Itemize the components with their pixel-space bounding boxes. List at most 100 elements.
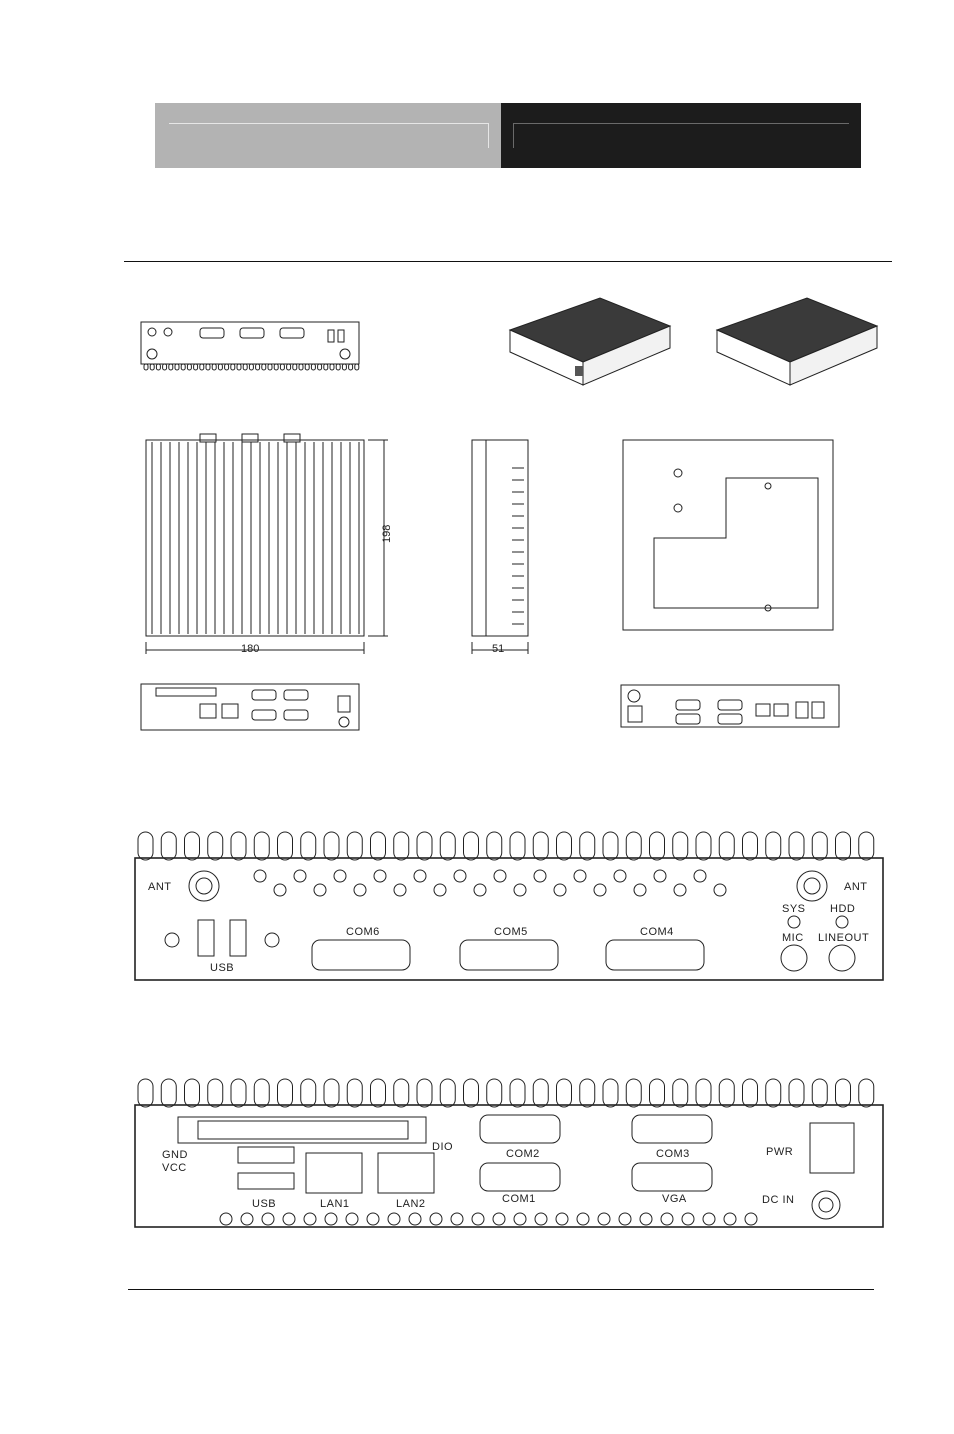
heatsink-fin xyxy=(509,1078,526,1108)
heatsink-fin xyxy=(695,831,712,861)
vga-label: VGA xyxy=(662,1193,687,1205)
heatsink-fin xyxy=(300,1078,317,1108)
heatsink-fin xyxy=(323,363,329,371)
heatsink-fin xyxy=(184,1078,200,1108)
heatsink-fin xyxy=(286,363,292,371)
com3-label: COM3 xyxy=(656,1148,690,1160)
com5-label: COM5 xyxy=(494,926,528,938)
heatsink-fin xyxy=(160,1078,177,1108)
vent-hole xyxy=(744,1212,758,1226)
heatsink-fin xyxy=(788,831,805,861)
vent-hole xyxy=(408,1212,422,1226)
heatsink-fin xyxy=(137,831,154,861)
com1-label: COM1 xyxy=(502,1193,536,1205)
gnd-label: GND xyxy=(162,1149,188,1161)
heatsink-fin xyxy=(184,831,200,861)
vent-hole xyxy=(282,1212,296,1226)
header-bar-left xyxy=(155,103,501,168)
heatsink-fin xyxy=(186,363,192,371)
vent-hole xyxy=(313,883,327,897)
com6-label: COM6 xyxy=(346,926,380,938)
heatsink-fin xyxy=(463,831,479,861)
vent-hole xyxy=(513,1212,527,1226)
heatsink-fin xyxy=(211,363,217,371)
vent-hole xyxy=(492,1212,506,1226)
heatsink-fin xyxy=(370,1078,386,1108)
heatsink-fin xyxy=(354,363,360,371)
heatsink-fin xyxy=(217,363,223,371)
lineout-label: LINEOUT xyxy=(818,932,869,944)
vent-hole xyxy=(366,1212,380,1226)
heatsink-fin xyxy=(811,831,828,861)
heatsink-fin xyxy=(341,363,347,371)
vent-hole xyxy=(240,1212,254,1226)
heatsink-fin xyxy=(835,831,851,861)
vent-hole xyxy=(373,869,387,883)
vent-hole xyxy=(597,1212,611,1226)
heatsink-fin xyxy=(509,831,526,861)
vent-hole xyxy=(433,883,447,897)
top-view-drawing: 180 198 xyxy=(145,433,393,655)
vent-hole xyxy=(324,1212,338,1226)
heatsink-fin xyxy=(205,363,211,371)
vent-hole xyxy=(553,883,567,897)
heatsink-fin xyxy=(230,831,247,861)
vent-hole xyxy=(293,869,307,883)
heatsink-fin xyxy=(579,1078,596,1108)
heatsink-fin xyxy=(267,363,273,371)
vent-hole xyxy=(618,1212,632,1226)
heatsink-fin xyxy=(393,1078,410,1108)
lan1-label: LAN1 xyxy=(320,1198,350,1210)
heatsink-fin xyxy=(718,1078,735,1108)
heatsink-fin xyxy=(439,1078,456,1108)
heatsink-fin xyxy=(486,1078,503,1108)
vent-hole xyxy=(534,1212,548,1226)
heatsink-fin xyxy=(279,363,285,371)
heatsink-fin xyxy=(253,1078,270,1108)
heatsink-fin xyxy=(317,363,323,371)
vent-hole xyxy=(219,1212,233,1226)
heatsink-fin xyxy=(149,363,155,371)
heatsink-fin xyxy=(416,1078,433,1108)
heatsink-fin xyxy=(742,831,758,861)
vent-hole xyxy=(673,883,687,897)
isometric-view-rear xyxy=(715,297,879,386)
lan2-label: LAN2 xyxy=(396,1198,426,1210)
ant-left-label: ANT xyxy=(148,881,172,893)
vent-hole xyxy=(393,883,407,897)
com4-label: COM4 xyxy=(640,926,674,938)
heatsink-fin xyxy=(625,831,642,861)
heatsink-fin xyxy=(348,363,354,371)
vent-hole xyxy=(593,883,607,897)
height-dimension: 51 xyxy=(492,643,504,655)
vent-hole xyxy=(429,1212,443,1226)
vent-hole xyxy=(681,1212,695,1226)
heatsink-fin xyxy=(346,1078,363,1108)
vent-hole xyxy=(453,869,467,883)
vent-hole xyxy=(660,1212,674,1226)
vent-hole xyxy=(653,869,667,883)
heatsink-fin xyxy=(370,831,386,861)
heatsink-fin xyxy=(300,831,317,861)
heatsink-fin xyxy=(323,1078,340,1108)
vent-hole xyxy=(261,1212,275,1226)
vent-hole xyxy=(333,869,347,883)
dio-label: DIO xyxy=(432,1141,453,1153)
heatsink-fin xyxy=(273,363,279,371)
heatsink-fin xyxy=(236,363,242,371)
heatsink-fin xyxy=(416,831,433,861)
hdd-led-label: HDD xyxy=(830,903,855,915)
top-divider xyxy=(124,261,892,262)
vent-hole xyxy=(573,869,587,883)
pwr-label: PWR xyxy=(766,1146,793,1158)
heatsink-fin xyxy=(230,363,236,371)
width-dimension: 180 xyxy=(241,643,259,655)
heatsink-fin xyxy=(556,1078,572,1108)
heatsink-fin xyxy=(335,363,341,371)
rear-panel-drawing: GND VCC DIO USB LAN1 LAN2 COM2 COM1 COM3… xyxy=(134,1078,884,1228)
heatsink-fin xyxy=(672,1078,689,1108)
vent-hole xyxy=(353,883,367,897)
vent-hole xyxy=(473,883,487,897)
heatsink-fin xyxy=(137,1078,154,1108)
sys-led-label: SYS xyxy=(782,903,806,915)
